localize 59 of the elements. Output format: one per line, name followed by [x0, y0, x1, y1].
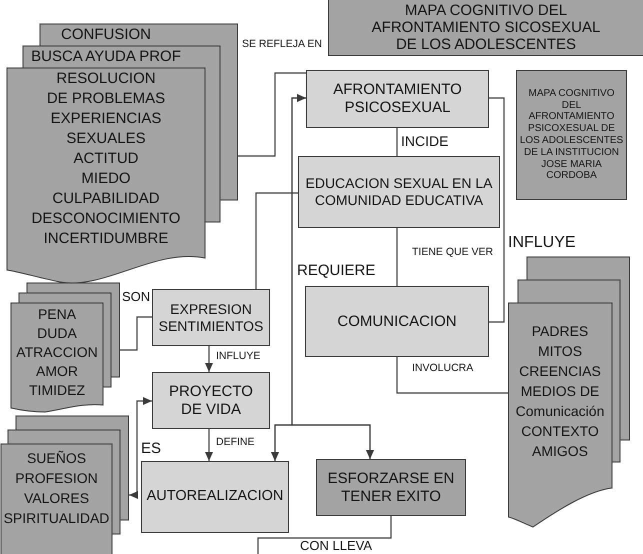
list-item: DUDA	[37, 324, 77, 343]
list-item: VALORES	[24, 489, 90, 508]
list-item: SPIRITUALIDAD	[4, 509, 110, 528]
connector	[255, 192, 298, 289]
edge-label: SE REFLEJA EN	[242, 38, 322, 50]
concept-box	[152, 289, 270, 346]
concept-label: EXPRESION SENTIMIENTOS	[158, 300, 264, 334]
list-item: MITOS	[538, 342, 582, 361]
concept-label: COMUNICACION	[337, 312, 457, 330]
list-item: CONFUSION	[61, 25, 151, 45]
concept-box	[141, 461, 289, 533]
list-item: MIEDO	[81, 169, 131, 189]
connector	[257, 516, 392, 554]
list-item: PENA	[38, 305, 76, 324]
connector	[396, 357, 508, 394]
concept-label: AFRONTAMIENTO PSICOSEXUAL	[332, 81, 463, 117]
connector	[489, 97, 505, 323]
list-item: DESCONOCIMIENTO	[32, 209, 180, 229]
list-item: EXPERIENCIAS SEXUALES	[50, 109, 162, 149]
list-item: AMIGOS	[532, 442, 588, 461]
list-item: CULPABILIDAD	[52, 189, 160, 209]
list-item: RESOLUCION DE PROBLEMAS	[46, 69, 166, 109]
list-item: TIMIDEZ	[29, 381, 85, 400]
connector	[205, 429, 213, 461]
edge-label: REQUIERE	[297, 262, 376, 280]
list-item: ATRACCION	[16, 343, 98, 362]
list-item: ACTITUD	[74, 149, 138, 169]
connector	[205, 346, 213, 372]
list-item: INCERTIDUMBRE	[44, 229, 168, 249]
connector	[271, 424, 374, 461]
connector	[238, 72, 306, 157]
concept-label: ESFORZARSE EN TENER EXITO	[326, 470, 456, 506]
connector	[396, 128, 398, 156]
list-item: AMOR	[36, 362, 78, 381]
concept-box	[316, 459, 466, 516]
concept-box	[298, 156, 500, 228]
edge-label: INCIDE	[401, 133, 448, 150]
concept-label: EDUCACION SEXUAL EN LA COMUNIDAD EDUCATIVA	[304, 175, 494, 209]
concept-label: PROYECTO DE VIDA	[168, 382, 254, 418]
list-item: CREENCIAS	[519, 362, 601, 381]
edge-label: INFLUYE	[216, 350, 260, 362]
concept-box	[305, 286, 489, 357]
note-text: MAPA COGNITIVO DEL AFRONTAMIENTO PSICOXESUAL DE LOS ADOLESCENTES DE LA INSTITUCION JOSE MARIA CORDOBA	[519, 88, 624, 182]
list-item: PROFESION	[15, 469, 98, 488]
concept-box	[152, 372, 270, 429]
list-item: PADRES	[532, 322, 588, 341]
list-item: SUEÑOS	[26, 449, 86, 468]
title-banner: MAPA COGNITIVO DEL AFRONTAMIENTO SICOSEXUAL DE LOS ADOLESCENTES	[328, 0, 643, 56]
list-item: BUSCA AYUDA PROF	[31, 47, 181, 67]
list-item: MEDIOS DE Comunicación	[514, 382, 606, 421]
note-box	[516, 70, 627, 200]
list-item: CONTEXTO	[521, 422, 599, 441]
concept-box	[306, 70, 489, 128]
connector	[396, 228, 398, 286]
connector	[129, 397, 152, 499]
concept-label: AUTOREALIZACION	[146, 488, 284, 506]
edge-label: INVOLUCRA	[412, 362, 474, 374]
connector	[120, 316, 152, 351]
edge-label: TIENE QUE VER	[412, 246, 494, 258]
